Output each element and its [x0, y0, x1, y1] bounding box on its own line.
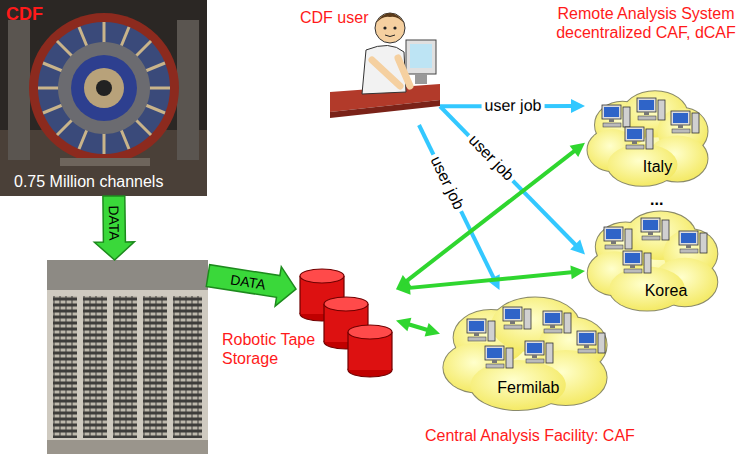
job-submit-arrow: [440, 106, 585, 254]
site-name: Italy: [643, 157, 672, 176]
ellipsis-mark: ...: [650, 190, 663, 209]
data-access-arrow: [396, 265, 585, 294]
tape-storage-box: Robotic Tape Storage: [47, 260, 208, 454]
storage-label: Robotic Tape Storage: [222, 330, 322, 368]
facility-label: Central Analysis Facility: CAF: [425, 426, 635, 445]
site-cloud: Korea: [585, 205, 720, 315]
tape-storage-photo: [47, 260, 208, 454]
site-name: Korea: [645, 281, 688, 300]
site-cloud-shape: [588, 212, 718, 311]
photo-caption: 0.75 Million channels: [14, 172, 163, 191]
user-box: CDF user: [300, 0, 440, 125]
site-cloud-shape: [588, 91, 708, 186]
disk-cylinders: [300, 269, 392, 377]
connector-label: user job: [481, 97, 544, 116]
system-heading: Remote Analysis System decentralized CAF…: [546, 4, 746, 42]
detector-photo: [0, 0, 207, 196]
photo-title: CDF: [6, 4, 43, 26]
data-access-arrow: [396, 318, 440, 337]
data-flow-arrow: [206, 265, 296, 307]
connector-label: user job: [462, 129, 519, 187]
connector-label: DATA: [106, 205, 123, 240]
data-flow-arrow: [94, 196, 134, 260]
connector-label: user job: [425, 150, 469, 215]
site-cloud: Italy: [585, 85, 710, 190]
detector-photo-box: CDF 0.75 Million channels: [0, 0, 207, 196]
disk-storage-box: [296, 266, 396, 382]
computer-icons: [467, 98, 707, 368]
site-name: Fermilab: [497, 378, 559, 397]
site-cloud-shape: [443, 298, 606, 411]
user-label: CDF user: [300, 8, 368, 27]
site-cloud: FermilabCentral Analysis Facility: CAF: [440, 290, 610, 415]
user-cartoon: [330, 13, 440, 118]
